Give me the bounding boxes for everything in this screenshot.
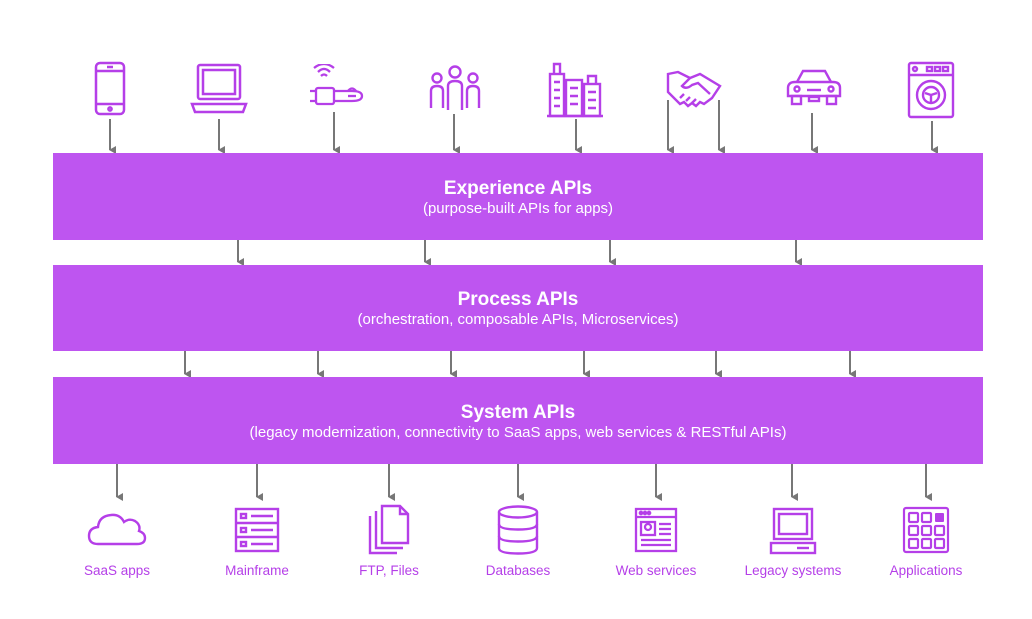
caption-applications: Applications xyxy=(889,563,963,578)
smartphone-icon xyxy=(94,61,126,116)
caption-legacy-systems: Legacy systems xyxy=(744,563,842,578)
smartwatch-icon xyxy=(310,64,364,106)
handshake-icon xyxy=(666,70,722,108)
experience-apis-layer: Experience APIs (purpose-built APIs for … xyxy=(53,153,983,240)
system-apis-subtitle: (legacy modernization, connectivity to S… xyxy=(249,424,787,441)
system-apis-title: System APIs xyxy=(460,402,576,423)
system-apis-layer: System APIs (legacy modernization, conne… xyxy=(53,377,983,464)
process-apis-layer: Process APIs (orchestration, composable … xyxy=(53,265,983,351)
washing-machine-icon xyxy=(907,61,955,119)
browser-icon xyxy=(634,507,678,553)
car-icon xyxy=(786,69,842,106)
caption-ftp-files: FTP, Files xyxy=(359,563,419,578)
cloud-icon xyxy=(87,513,147,546)
database-icon xyxy=(497,505,539,555)
caption-saas-apps: SaaS apps xyxy=(83,563,151,578)
caption-mainframe: Mainframe xyxy=(225,563,289,578)
experience-apis-subtitle: (purpose-built APIs for apps) xyxy=(422,200,614,217)
app-grid-icon xyxy=(902,506,950,554)
experience-apis-title: Experience APIs xyxy=(443,178,593,199)
process-apis-title: Process APIs xyxy=(457,289,579,310)
desktop-computer-icon xyxy=(769,507,817,555)
server-icon xyxy=(234,507,280,553)
caption-databases: Databases xyxy=(485,563,551,578)
laptop-icon xyxy=(190,63,248,114)
buildings-icon xyxy=(547,62,603,118)
files-icon xyxy=(368,504,410,555)
process-apis-subtitle: (orchestration, composable APIs, Microse… xyxy=(357,311,679,328)
people-icon xyxy=(429,65,481,110)
caption-web-services: Web services xyxy=(615,563,697,578)
